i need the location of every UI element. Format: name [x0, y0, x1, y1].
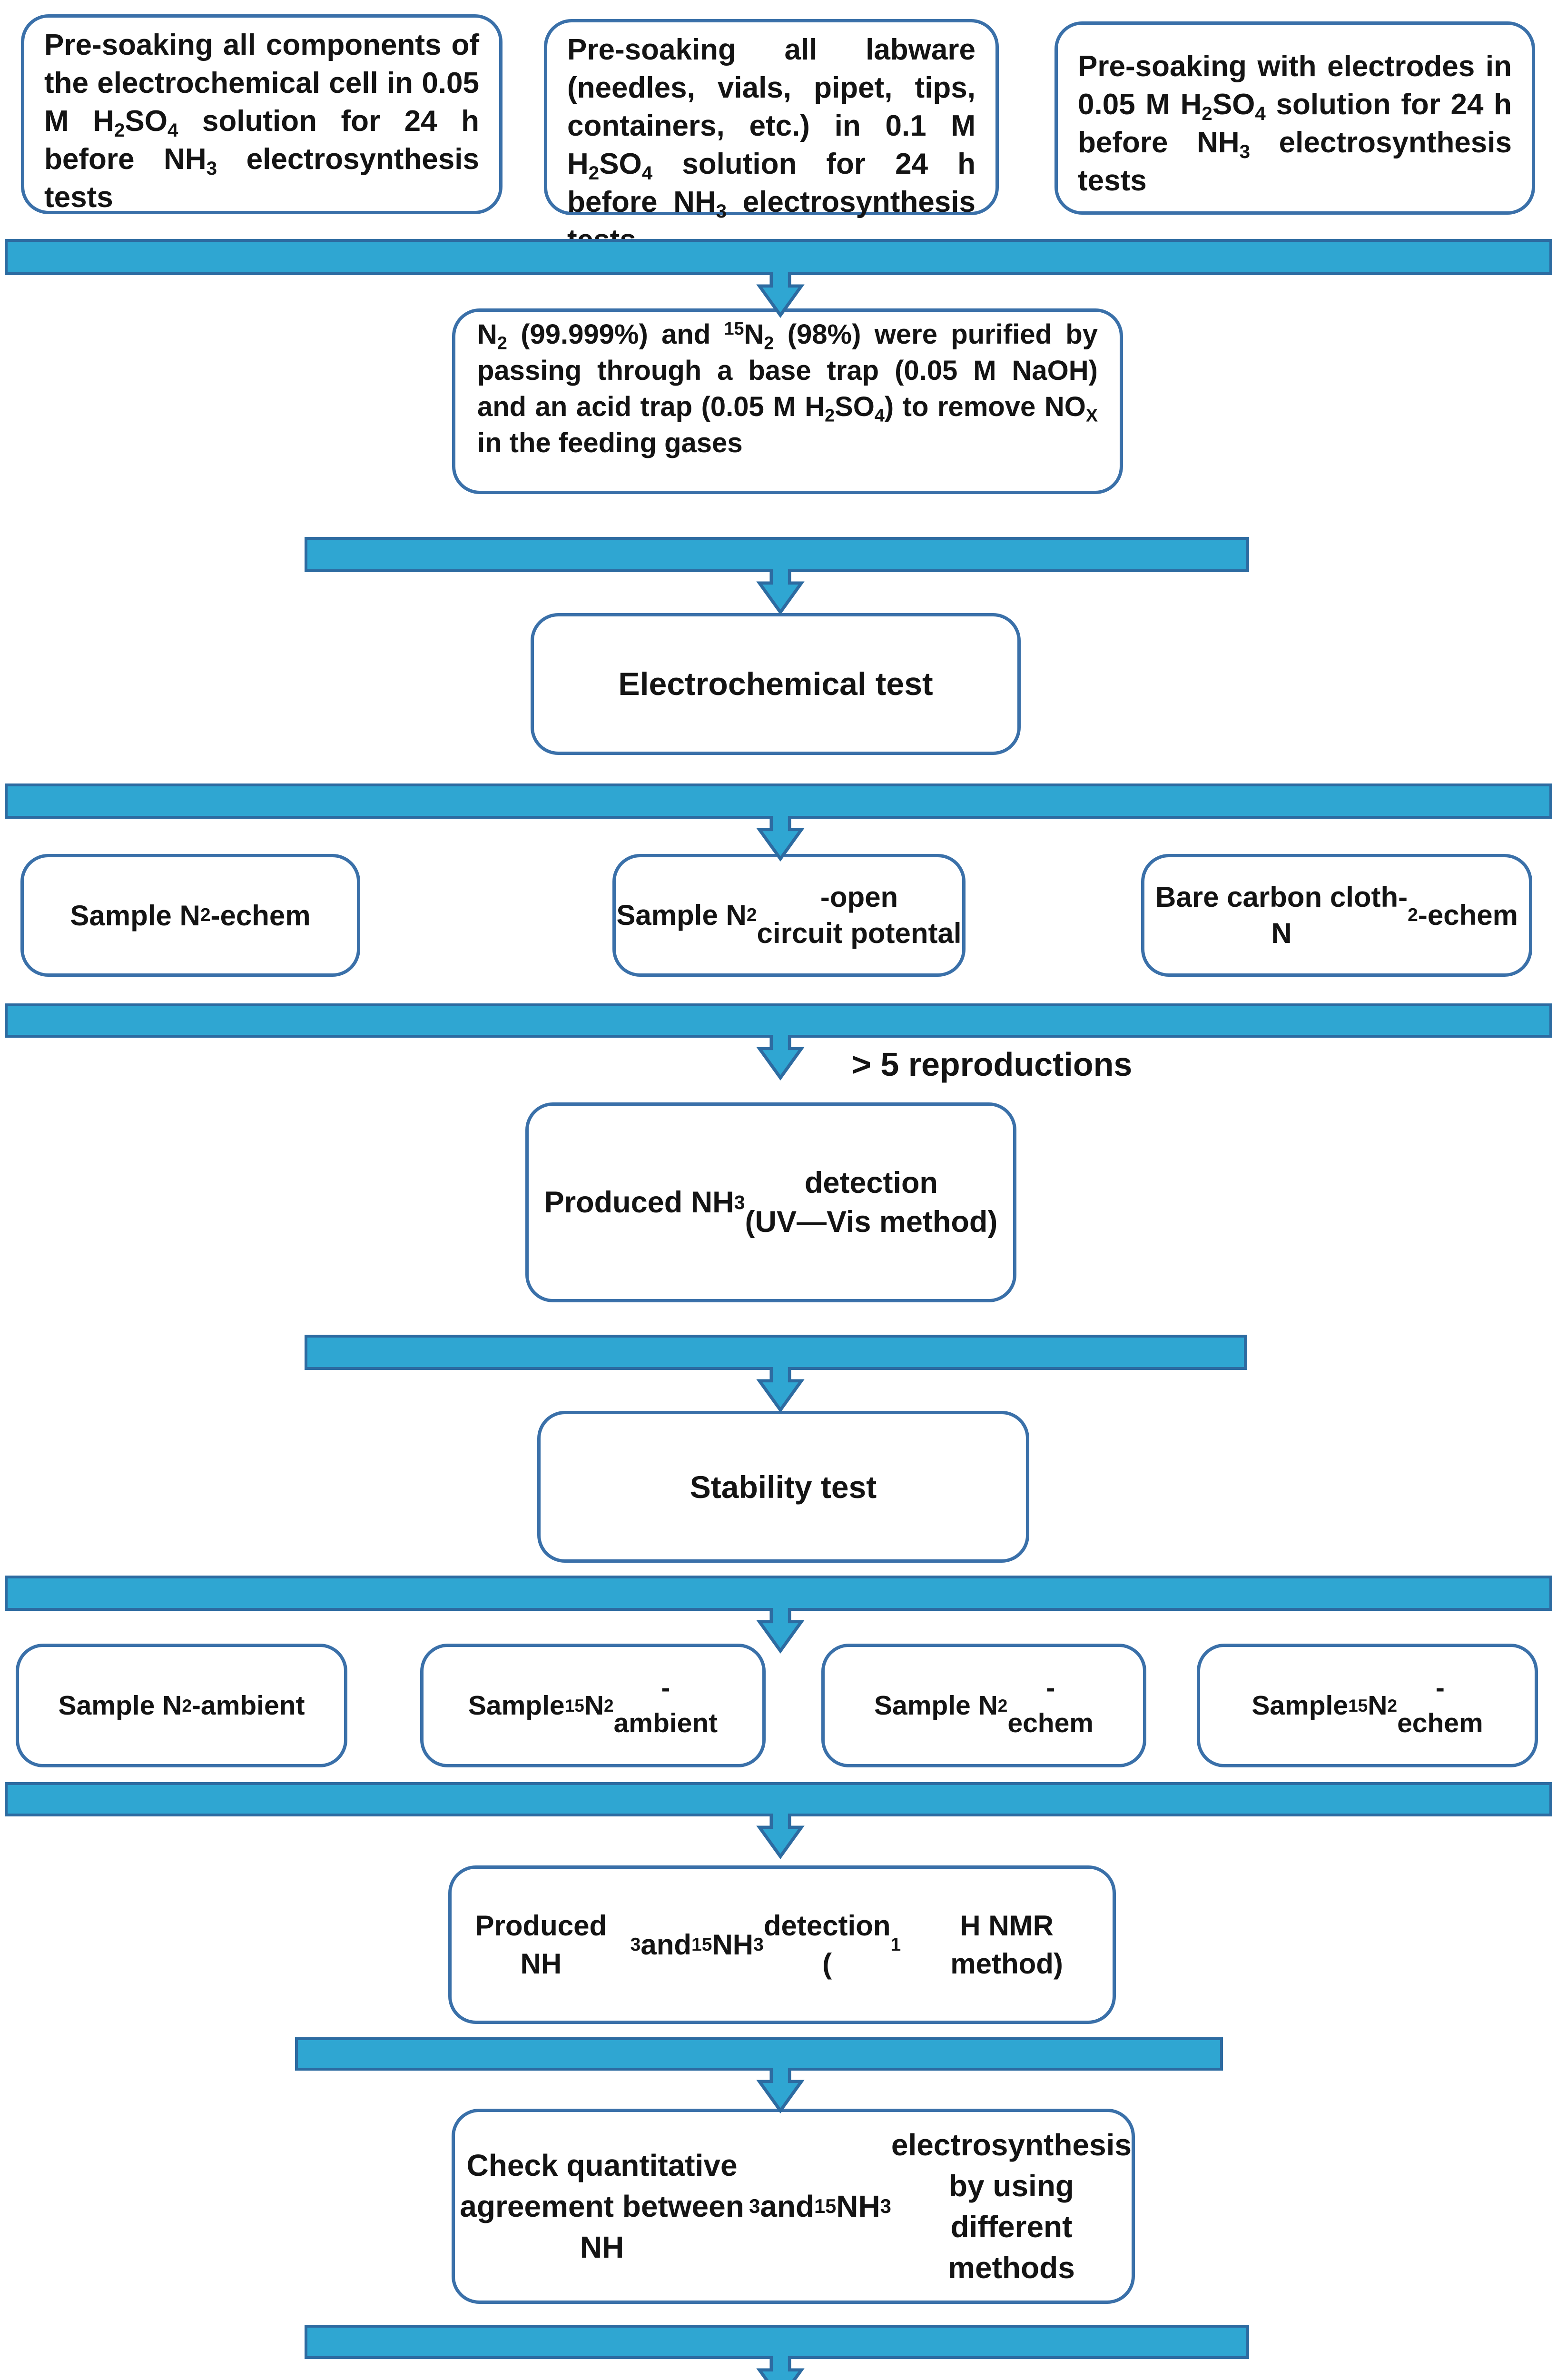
arrow-down-icon: [756, 816, 805, 862]
arrow-down-icon: [756, 1367, 805, 1413]
arrow-down-icon: [756, 1608, 805, 1654]
reproductions-label: > 5 reproductions: [852, 1046, 1133, 1083]
node-presoak-electrodes: Pre-soaking with electrodes in 0.05 M H2…: [1054, 21, 1535, 215]
connector-bar-8: [295, 2037, 1223, 2071]
arrow-down-icon: [756, 2356, 805, 2380]
arrow-down-icon: [756, 272, 805, 318]
connector-bar-5: [305, 1335, 1247, 1370]
connector-bar-7: [5, 1782, 1552, 1816]
node-stability-test: Stability test: [537, 1411, 1029, 1563]
node-electrochemical-test: Electrochemical test: [531, 613, 1021, 755]
arrow-down-icon: [756, 1035, 805, 1081]
arrow-down-icon: [756, 569, 805, 615]
connector-bar-9: [305, 2325, 1249, 2359]
connector-bar-2: [305, 537, 1249, 572]
node-gas-purification: N2 (99.999%) and 15N2 (98%) were purifie…: [452, 308, 1123, 494]
arrow-down-icon: [756, 1814, 805, 1859]
connector-bar-1: [5, 239, 1552, 275]
connector-bar-3: [5, 783, 1552, 819]
connector-bar-6: [5, 1576, 1552, 1611]
node-presoak-components: Pre-soaking all components of the electr…: [21, 14, 503, 214]
arrow-down-icon: [756, 2068, 805, 2113]
node-presoak-labware: Pre-soaking all labware (needles, vials,…: [544, 19, 999, 257]
connector-bar-4: [5, 1003, 1552, 1038]
